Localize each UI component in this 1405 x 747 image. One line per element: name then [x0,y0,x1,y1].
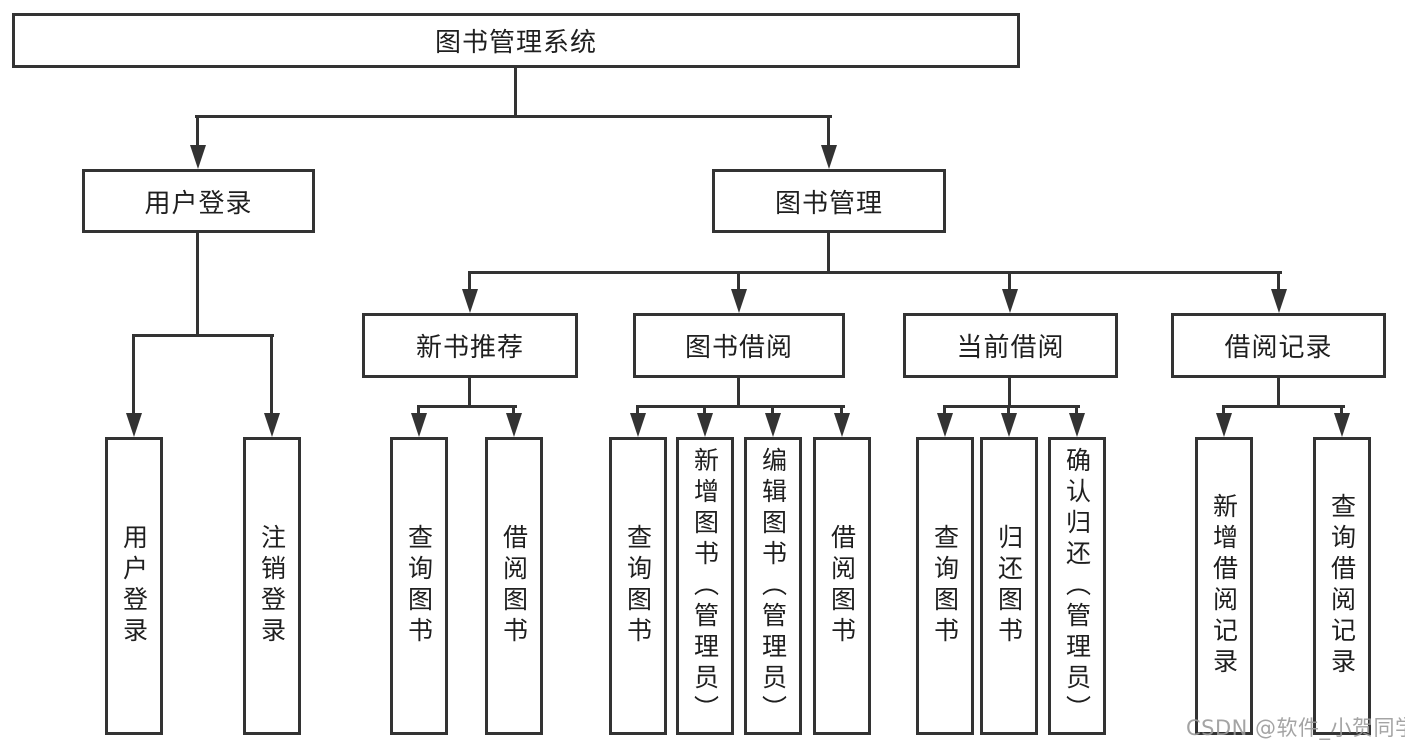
connector-line [1007,407,1010,417]
node-br-add-record: 新增借阅记录 [1195,437,1253,735]
node-cb-return-books: 归还图书 [980,437,1038,735]
node-new-book-rec-label: 新书推荐 [415,333,524,363]
arrow-down-icon [462,289,478,313]
connector-line [417,405,517,408]
connector-line [737,378,740,407]
node-nbr-borrow-books: 借阅图书 [485,437,543,735]
watermark: CSDN @软件_小贺同学 [1186,716,1405,740]
connector-line [1340,407,1343,417]
connector-line [514,68,517,117]
arrow-down-icon [1271,289,1287,313]
node-cb-confirm-return-label: 确认归还（管理员） [1062,446,1092,726]
node-br-query-record: 查询借阅记录 [1313,437,1371,735]
connector-line [196,233,199,336]
connector-line [468,273,471,293]
arrow-down-icon [697,413,713,437]
node-borrow-record-label: 借阅记录 [1224,333,1333,363]
node-leaf-user-login-label: 用户登录 [119,524,149,648]
node-cb-confirm-return: 确认归还（管理员） [1048,437,1106,735]
arrow-down-icon [1216,413,1232,437]
arrow-down-icon [506,413,522,437]
node-bb-borrow-books: 借阅图书 [813,437,871,735]
connector-line [943,405,1080,408]
connector-line [132,336,135,416]
connector-line [468,271,1282,274]
node-nbr-query-books-label: 查询图书 [404,524,434,648]
arrow-down-icon [765,413,781,437]
connector-line [636,405,845,408]
connector-line [737,273,740,293]
node-current-borrow-label: 当前借阅 [956,333,1065,363]
connector-line [1008,378,1011,407]
connector-line [1277,378,1280,407]
connector-line [943,407,946,417]
node-bb-edit-books-label: 编辑图书（管理员） [758,446,788,726]
arrow-down-icon [126,413,142,437]
arrow-down-icon [937,413,953,437]
node-root-label: 图书管理系统 [434,28,597,58]
connector-line [468,378,471,407]
node-user-login-label: 用户登录 [144,188,253,219]
node-leaf-logout: 注销登录 [243,437,301,735]
node-bb-edit-books: 编辑图书（管理员） [744,437,802,735]
connector-line [1075,407,1078,417]
connector-line [196,117,199,148]
connector-line [195,115,832,118]
node-cb-return-books-label: 归还图书 [994,524,1024,648]
arrow-down-icon [190,145,206,169]
node-leaf-user-login: 用户登录 [105,437,163,735]
arrow-down-icon [821,145,837,169]
connector-line [1277,273,1280,293]
node-borrow-record: 借阅记录 [1171,313,1386,378]
connector-line [827,117,830,148]
connector-line [1222,405,1345,408]
node-current-borrow: 当前借阅 [903,313,1118,378]
connector-line [771,407,774,417]
node-leaf-logout-label: 注销登录 [257,524,287,648]
connector-line [1008,273,1011,293]
node-cb-query-books: 查询图书 [916,437,974,735]
node-book-manage: 图书管理 [712,169,946,233]
arrow-down-icon [264,413,280,437]
node-new-book-rec: 新书推荐 [362,313,578,378]
node-book-manage-label: 图书管理 [774,188,883,219]
node-book-borrow-label: 图书借阅 [684,333,793,363]
connector-line [512,407,515,417]
arrow-down-icon [834,413,850,437]
arrow-down-icon [1334,413,1350,437]
connector-line [417,407,420,417]
arrow-down-icon [1002,289,1018,313]
node-bb-add-books-label: 新增图书（管理员） [690,446,720,726]
node-bb-query-books-label: 查询图书 [623,524,653,648]
connector-line [840,407,843,417]
arrow-down-icon [1069,413,1085,437]
arrow-down-icon [1001,413,1017,437]
arrow-down-icon [630,413,646,437]
node-br-query-record-label: 查询借阅记录 [1327,493,1357,679]
node-cb-query-books-label: 查询图书 [930,524,960,648]
node-nbr-query-books: 查询图书 [390,437,448,735]
node-book-borrow: 图书借阅 [633,313,845,378]
node-root: 图书管理系统 [12,13,1020,68]
node-user-login: 用户登录 [82,169,315,233]
connector-line [703,407,706,417]
node-bb-borrow-books-label: 借阅图书 [827,524,857,648]
node-bb-query-books: 查询图书 [609,437,667,735]
connector-line [827,233,830,273]
arrow-down-icon [411,413,427,437]
node-br-add-record-label: 新增借阅记录 [1209,493,1239,679]
connector-line [132,334,274,337]
arrow-down-icon [731,289,747,313]
node-nbr-borrow-books-label: 借阅图书 [499,524,529,648]
connector-line [1222,407,1225,417]
connector-line [636,407,639,417]
connector-line [270,336,273,416]
node-bb-add-books: 新增图书（管理员） [676,437,734,735]
